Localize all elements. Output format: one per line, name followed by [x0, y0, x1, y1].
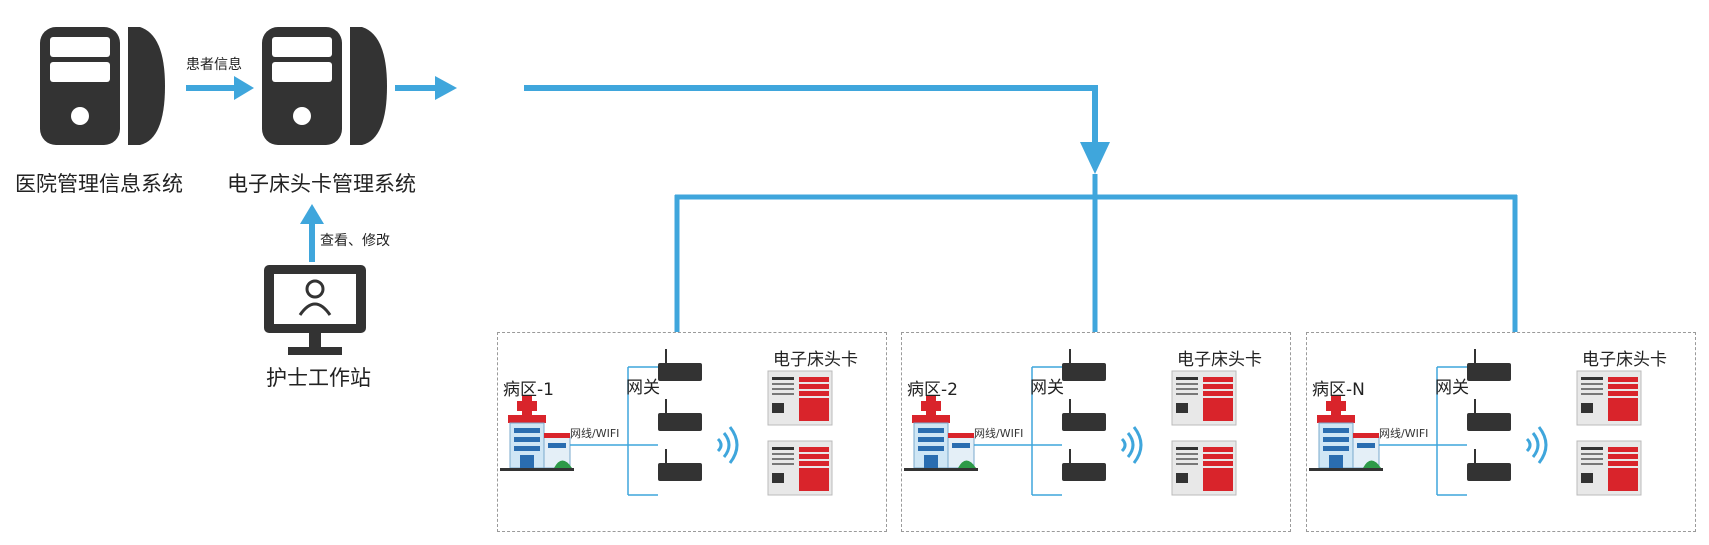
wireless-signal-icon [1525, 426, 1548, 464]
ward-name: 病区-2 [907, 380, 958, 400]
wireless-signal-icon [716, 426, 739, 464]
bed-card-title: 电子床头卡 [1177, 350, 1262, 370]
nurse-station-label: 护士工作站 [266, 366, 371, 390]
view-edit-label: 查看、修改 [320, 233, 390, 249]
nurse-monitor-icon [264, 265, 366, 355]
gateway-device-icon [1062, 349, 1106, 481]
hospital-building-icon [500, 396, 574, 471]
hospital-building-icon [1309, 396, 1383, 471]
ward-network [500, 349, 833, 496]
bed-card-icon [1171, 370, 1237, 496]
arrow-patient-info [186, 76, 254, 100]
gateway-links [570, 366, 658, 496]
hospital-server-icon [40, 27, 165, 145]
gateway-device-icon [658, 349, 702, 481]
ward-network [1309, 349, 1642, 496]
bed-card-icon [1576, 370, 1642, 496]
bed-card-title: 电子床头卡 [1582, 350, 1667, 370]
ward-panel: 病区-2 网关 电子床头卡 网线/WIFI [901, 332, 1291, 532]
gateway-label: 网关 [626, 378, 660, 398]
link-label: 网线/WIFI [974, 427, 1024, 440]
distribution-lines [674, 174, 1518, 332]
ward-panel: 病区-1 网关 电子床头卡 网线/WIFI [497, 332, 887, 532]
hospital-building-icon [904, 396, 978, 471]
arrow-view-edit [300, 204, 324, 262]
ward-name: 病区-1 [503, 380, 554, 400]
ward-name: 病区-N [1312, 380, 1365, 400]
arrow-to-network [395, 76, 457, 100]
bed-card-icon [767, 370, 833, 496]
link-label: 网线/WIFI [570, 427, 620, 440]
gateway-links [1379, 366, 1467, 496]
main-bus-line [524, 85, 1110, 174]
patient-info-label: 患者信息 [186, 57, 242, 73]
wireless-signal-icon [1120, 426, 1143, 464]
ward-network [904, 349, 1237, 496]
gateway-device-icon [1467, 349, 1511, 481]
bedcard-server-icon [262, 27, 387, 145]
gateway-label: 网关 [1435, 378, 1469, 398]
hospital-system-label: 医院管理信息系统 [15, 172, 183, 196]
gateway-label: 网关 [1030, 378, 1064, 398]
link-label: 网线/WIFI [1379, 427, 1429, 440]
bed-card-title: 电子床头卡 [773, 350, 858, 370]
gateway-links [974, 366, 1062, 496]
ward-panel: 病区-N 网关 电子床头卡 网线/WIFI [1306, 332, 1696, 532]
bedcard-system-label: 电子床头卡管理系统 [227, 172, 416, 196]
